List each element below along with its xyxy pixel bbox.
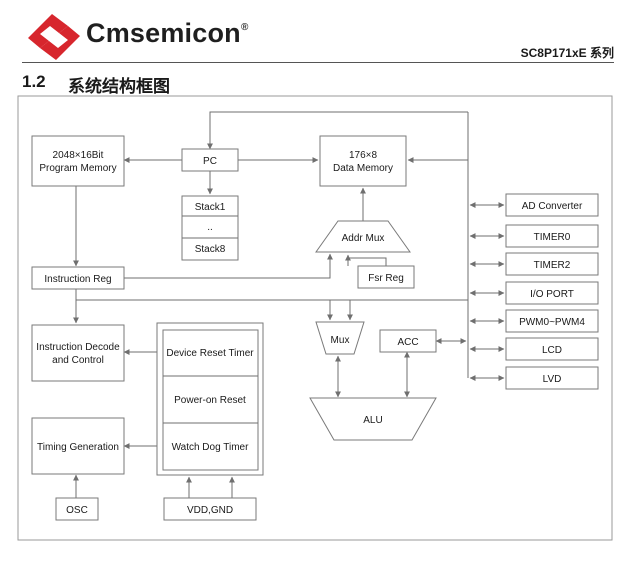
vdd-gnd-block: VDD,GND — [163, 497, 257, 521]
fsr-reg-label: Fsr Reg — [368, 273, 404, 284]
pc-label: PC — [203, 156, 217, 167]
watch-dog-timer-label: Watch Dog Timer — [172, 442, 250, 453]
stack-dots: .. — [207, 222, 213, 233]
stack1-label: Stack1 — [195, 202, 226, 213]
cmsemicon-logo-icon — [28, 14, 80, 60]
connection-lines — [73, 111, 505, 498]
peripheral-timer0: TIMER0 — [534, 232, 571, 243]
brand-name: Cmsemicon — [86, 18, 241, 48]
mux-label: Mux — [331, 335, 350, 346]
mux-block: Mux — [315, 321, 365, 355]
osc-label: OSC — [66, 505, 88, 516]
acc-block: ACC — [379, 329, 437, 353]
stack8-label: Stack8 — [195, 244, 226, 255]
data-memory-block: 176×8 Data Memory — [319, 135, 407, 187]
reset-timer-group: Device Reset Timer Power-on Reset Watch … — [156, 322, 264, 476]
program-memory-block: 2048×16Bit Program Memory — [31, 135, 125, 187]
peripheral-list: AD Converter TIMER0 TIMER2 I/O PORT PWM0… — [505, 193, 599, 390]
section-number: 1.2 — [22, 72, 46, 91]
vdd-gnd-label: VDD,GND — [187, 505, 233, 516]
pc-block: PC — [181, 148, 239, 172]
data-memory-label: Data Memory — [333, 163, 393, 174]
peripheral-pwm: PWM0~PWM4 — [519, 317, 585, 328]
alu-label: ALU — [363, 415, 382, 426]
peripheral-lcd: LCD — [542, 345, 562, 356]
header-divider — [22, 62, 614, 63]
peripheral-lvd: LVD — [543, 374, 562, 385]
stack-block: Stack1 .. Stack8 — [181, 195, 239, 261]
timing-generation-label: Timing Generation — [37, 442, 119, 453]
power-on-reset-label: Power-on Reset — [174, 395, 246, 406]
osc-block: OSC — [55, 497, 99, 521]
addr-mux-label: Addr Mux — [342, 233, 385, 244]
addr-mux-block: Addr Mux — [315, 220, 411, 253]
device-reset-timer-label: Device Reset Timer — [166, 348, 254, 359]
instruction-reg-label: Instruction Reg — [44, 274, 111, 285]
acc-label: ACC — [397, 337, 418, 348]
peripheral-timer2: TIMER2 — [534, 260, 571, 271]
alu-block: ALU — [309, 397, 437, 441]
instruction-decode-block: Instruction Decode and Control — [31, 324, 125, 382]
peripheral-ad-converter: AD Converter — [522, 201, 583, 212]
registered-mark: ® — [241, 22, 249, 33]
and-control-label: and Control — [52, 355, 104, 366]
instruction-decode-label: Instruction Decode — [36, 342, 120, 353]
data-memory-size: 176×8 — [349, 150, 378, 161]
fsr-reg-block: Fsr Reg — [357, 265, 415, 289]
timing-generation-block: Timing Generation — [31, 417, 125, 475]
section-title: 系统结构框图 — [68, 77, 170, 96]
program-memory-label: Program Memory — [39, 163, 116, 174]
program-memory-size: 2048×16Bit — [53, 150, 104, 161]
peripheral-io-port: I/O PORT — [530, 289, 574, 300]
diagram-frame — [17, 95, 613, 541]
model-series: SC8P171xE 系列 — [520, 46, 614, 60]
instruction-reg-block: Instruction Reg — [31, 266, 125, 290]
